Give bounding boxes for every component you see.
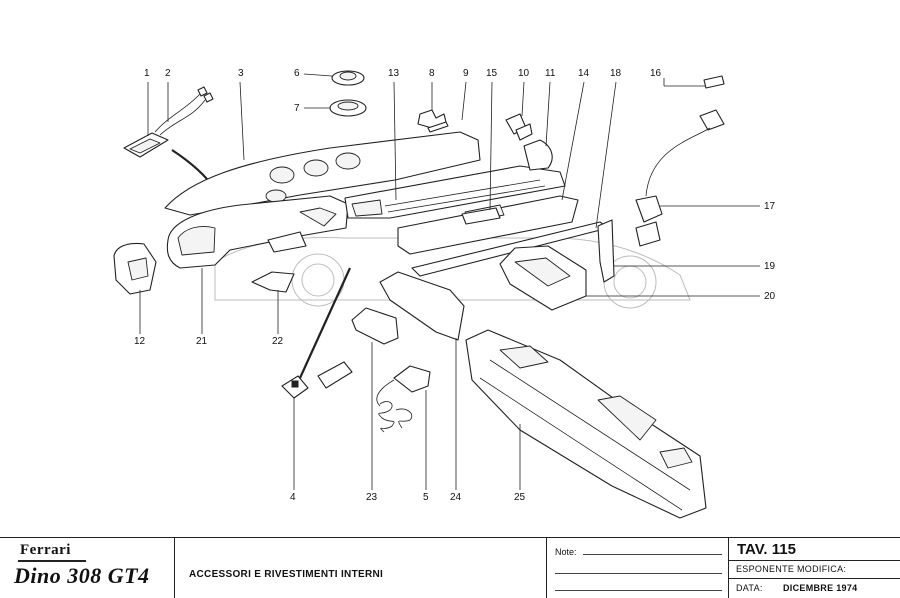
- esponente-label: ESPONENTE MODIFICA:: [736, 564, 847, 574]
- table-number: TAV. 115: [737, 541, 796, 558]
- part-23-small-cover: [351, 307, 399, 345]
- callout-18: 18: [610, 68, 622, 79]
- callout-6: 6: [294, 68, 300, 79]
- part-24-tunnel-cover: [379, 271, 465, 341]
- part-16-cap: [703, 75, 725, 89]
- callout-5: 5: [423, 492, 429, 503]
- callout-2: 2: [165, 68, 171, 79]
- note-line: [583, 554, 722, 555]
- part-6-grommet: [331, 70, 365, 86]
- callout-14: 14: [578, 68, 590, 79]
- part-25-center-console: [465, 329, 707, 519]
- part-17-cable-assembly: [635, 109, 725, 247]
- date-label: DATA:: [736, 583, 763, 593]
- callout-20: 20: [764, 291, 776, 302]
- section-title: ACCESSORI E RIVESTIMENTI INTERNI: [189, 569, 384, 580]
- part-15-badge: [461, 207, 501, 225]
- callout-15: 15: [486, 68, 498, 79]
- callout-17: 17: [764, 201, 776, 212]
- callout-numbers: 1 2 3 4 5 6 7 8 9 10 11 12 13 14 15 16 1…: [134, 68, 776, 503]
- callout-21: 21: [196, 336, 208, 347]
- part-20-storage-tray: [499, 245, 587, 311]
- part-3-dashboard-top-panel: [164, 131, 481, 216]
- note-line: [555, 590, 722, 591]
- callout-12: 12: [134, 336, 146, 347]
- part-12-side-cover: [113, 242, 157, 295]
- callout-19: 19: [764, 261, 776, 272]
- part-10-hinge: [505, 113, 533, 141]
- date-value: DICEMBRE 1974: [783, 583, 858, 593]
- callout-8: 8: [429, 68, 435, 79]
- callout-leader-lines: [139, 73, 760, 490]
- part-4-cigar-lighter: [281, 267, 353, 399]
- notes-cell: Note:: [547, 538, 729, 598]
- callout-16: 16: [650, 68, 662, 79]
- brand-logo: Ferrari: [20, 542, 71, 558]
- callout-24: 24: [450, 492, 462, 503]
- callout-9: 9: [463, 68, 469, 79]
- callout-4: 4: [290, 492, 296, 503]
- title-block: Ferrari Dino 308 GT4 ACCESSORI E RIVESTI…: [0, 537, 900, 598]
- part-21-instrument-binnacle: [166, 195, 349, 269]
- description-cell: ACCESSORI E RIVESTIMENTI INTERNI: [175, 538, 547, 598]
- callout-7: 7: [294, 103, 300, 114]
- callout-1: 1: [144, 68, 150, 79]
- divider: [729, 578, 900, 579]
- part-19-side-trim-bracket: [597, 219, 615, 283]
- part-9-screw: [427, 121, 449, 133]
- divider: [729, 560, 900, 561]
- part-5-inspection-lamp: [376, 365, 431, 433]
- callout-23: 23: [366, 492, 378, 503]
- callout-22: 22: [272, 336, 284, 347]
- part-22-bracket: [251, 271, 295, 293]
- callout-25: 25: [514, 492, 526, 503]
- notes-label: Note:: [555, 547, 577, 557]
- info-cell: TAV. 115 ESPONENTE MODIFICA: DATA: DICEM…: [729, 538, 900, 598]
- part-7-grommet: [329, 99, 367, 117]
- part-11-clip: [523, 139, 553, 171]
- callout-3: 3: [238, 68, 244, 79]
- callout-11: 11: [545, 68, 556, 79]
- model-signature: Dino 308 GT4: [14, 563, 150, 588]
- callout-13: 13: [388, 68, 400, 79]
- note-line: [555, 573, 722, 574]
- exploded-parts-diagram: 1 2 3 4 5 6 7 8 9 10 11 12 13 14 15 16 1…: [113, 68, 776, 519]
- callout-10: 10: [518, 68, 530, 79]
- logo-cell: Ferrari Dino 308 GT4: [0, 538, 175, 598]
- brand-underline: [18, 560, 86, 562]
